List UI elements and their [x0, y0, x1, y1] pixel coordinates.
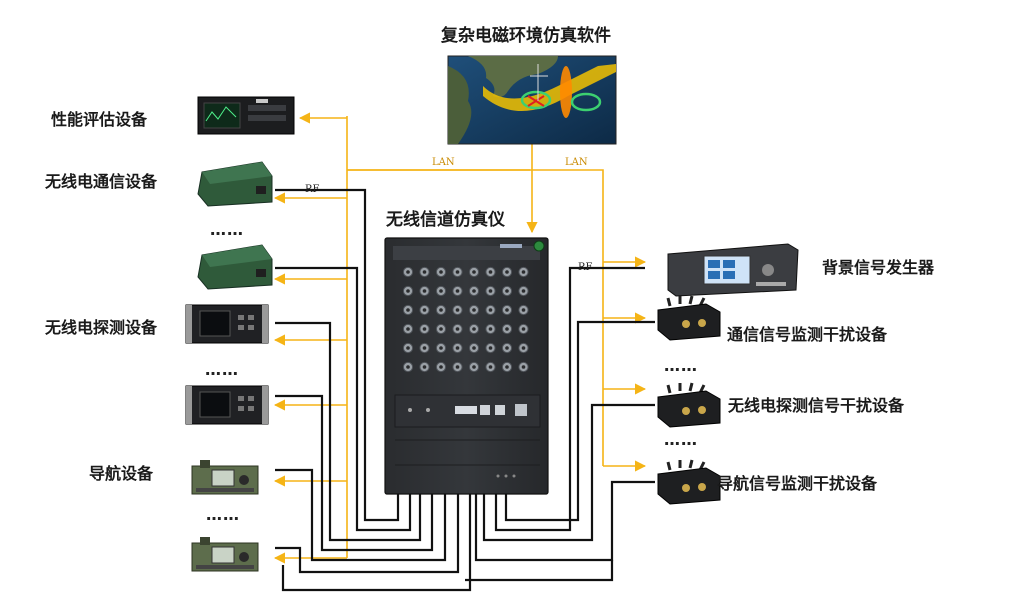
- ellipsis-right-2: ……: [664, 430, 698, 449]
- ellipsis-comm: ……: [210, 220, 244, 239]
- rf-connector-pin: [439, 289, 443, 293]
- rf-connector-pin: [406, 270, 410, 274]
- simulation-software-screen: [447, 55, 617, 145]
- rf-connector-pin: [422, 270, 427, 274]
- rf-connector-pin: [505, 327, 509, 331]
- antenna-box-icon: [657, 459, 721, 505]
- label-navigation: 导航设备: [89, 464, 154, 483]
- rf-connector-pin: [422, 346, 427, 350]
- rf-connector-pin: [472, 327, 476, 331]
- rf-connector-pin: [521, 270, 526, 274]
- rf-connector-pin: [439, 327, 443, 331]
- rf-connector-pin: [521, 289, 526, 293]
- rf-connector-pin: [439, 308, 443, 312]
- rf-connector-pin: [422, 365, 427, 369]
- detection-unit-icon: [185, 304, 269, 344]
- rf-label-right: RF: [578, 262, 593, 273]
- rf-connector-pin: [455, 289, 460, 293]
- rf-connector-pin: [422, 308, 427, 312]
- rf-connector-pin: [472, 365, 476, 369]
- rf-connector-pin: [422, 289, 427, 293]
- label-performance-eval: 性能评估设备: [51, 110, 148, 129]
- rf-connector-pin: [406, 289, 410, 293]
- rf-lines: [275, 188, 655, 592]
- rf-connector-pin: [488, 365, 493, 369]
- label-nav-monitor: 导航信号监测干扰设备: [717, 474, 878, 493]
- label-wireless-comm: 无线电通信设备: [45, 172, 158, 191]
- ellipsis-detect: ……: [205, 360, 239, 379]
- manpack-radio-icon: [191, 537, 259, 572]
- lan-label-left: LAN: [432, 157, 455, 168]
- radio-box-icon: [197, 244, 273, 290]
- rf-connector-pin: [472, 289, 476, 293]
- rf-connector-pin: [521, 365, 526, 369]
- rf-connector-pin: [406, 365, 410, 369]
- rf-connector-pin: [406, 308, 410, 312]
- rf-connector-pin: [488, 289, 493, 293]
- rf-connector-grid: [402, 266, 529, 373]
- rf-connector-pin: [521, 308, 526, 312]
- rf-connector-pin: [505, 346, 509, 350]
- rf-connector-pin: [455, 346, 460, 350]
- software-title: 复杂电磁环境仿真软件: [441, 26, 611, 46]
- rf-connector-pin: [422, 327, 427, 331]
- rf-label-left: RF: [305, 184, 320, 195]
- rf-connector-pin: [488, 346, 493, 350]
- rf-connector-pin: [521, 327, 526, 331]
- ellipsis-nav: ……: [206, 505, 240, 524]
- instrument-rack-icon: [197, 96, 295, 135]
- rf-connector-pin: [439, 365, 443, 369]
- rf-connector-pin: [455, 308, 460, 312]
- rf-connector-pin: [505, 308, 509, 312]
- ellipsis-right-1: ……: [664, 356, 698, 375]
- signal-generator-icon: [667, 243, 799, 297]
- rf-connector-pin: [406, 327, 410, 331]
- antenna-box-icon: [657, 295, 721, 341]
- rf-connector-pin: [505, 365, 509, 369]
- emulator-title: 无线信道仿真仪: [386, 210, 505, 230]
- detection-unit-icon: [185, 385, 269, 425]
- rf-connector-pin: [472, 346, 476, 350]
- rf-connector-pin: [488, 308, 493, 312]
- lan-lines: [273, 112, 647, 564]
- antenna-box-icon: [657, 382, 721, 428]
- channel-emulator-chassis: [384, 237, 549, 495]
- rf-connector-pin: [455, 270, 460, 274]
- radio-box-icon: [197, 161, 273, 207]
- rf-connector-pin: [472, 308, 476, 312]
- label-detect-jammer: 无线电探测信号干扰设备: [728, 396, 905, 415]
- rf-connector-pin: [439, 270, 443, 274]
- rf-connector-pin: [439, 346, 443, 350]
- rf-connector-pin: [455, 365, 460, 369]
- rf-connector-pin: [488, 327, 493, 331]
- rf-connector-pin: [521, 346, 526, 350]
- rf-connector-pin: [472, 270, 476, 274]
- label-background-gen: 背景信号发生器: [822, 258, 935, 277]
- lan-label-right: LAN: [565, 157, 588, 168]
- rf-connector-pin: [406, 346, 410, 350]
- rf-connector-pin: [505, 289, 509, 293]
- rf-connector-pin: [488, 270, 493, 274]
- label-comm-monitor: 通信信号监测干扰设备: [727, 325, 888, 344]
- manpack-radio-icon: [191, 460, 259, 495]
- rf-connector-pin: [505, 270, 509, 274]
- label-wireless-detect: 无线电探测设备: [45, 318, 158, 337]
- rf-connector-pin: [455, 327, 460, 331]
